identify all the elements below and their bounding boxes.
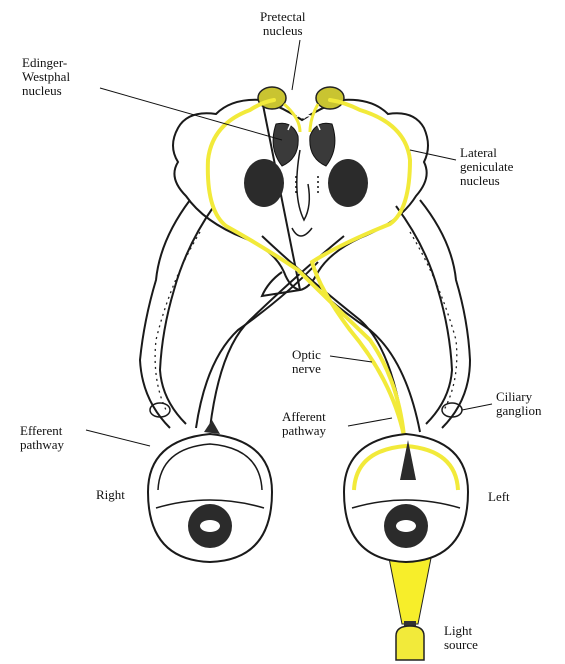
leader-edinger-westphal <box>100 88 282 140</box>
lateral-geniculate-right <box>328 159 368 207</box>
label-left: Left <box>488 490 510 504</box>
leader-ciliary-ganglion <box>462 404 492 410</box>
label-light-source: Light source <box>444 624 478 652</box>
label-afferent-pathway: Afferent pathway <box>282 410 326 438</box>
label-ciliary-ganglion: Ciliary ganglion <box>496 390 542 418</box>
label-pretectal-nucleus: Pretectal nucleus <box>260 10 305 38</box>
label-lateral-geniculate-nucleus: Lateral geniculate nucleus <box>460 146 513 188</box>
left-eye-pupil <box>396 520 416 532</box>
label-right: Right <box>96 488 125 502</box>
leader-optic-nerve <box>330 356 372 362</box>
pretectal-nucleus-left <box>258 87 286 109</box>
right-optic-disc <box>204 420 220 434</box>
light-source-bulb <box>396 626 424 660</box>
label-optic-nerve: Optic nerve <box>292 348 321 376</box>
light-beam <box>388 553 432 624</box>
edinger-westphal-left <box>273 123 298 166</box>
brain-midline <box>292 150 312 236</box>
leader-lateral-geniculate <box>410 150 456 160</box>
label-edinger-westphal-nucleus: Edinger- Westphal nucleus <box>22 56 70 98</box>
lateral-geniculate-left <box>244 159 284 207</box>
afferent-highlight-path <box>208 100 410 436</box>
leader-pretectal <box>292 40 300 90</box>
leader-efferent-pathway <box>86 430 150 446</box>
leader-afferent-pathway <box>348 418 392 426</box>
right-eye-pupil <box>200 520 220 532</box>
label-efferent-pathway: Efferent pathway <box>20 424 64 452</box>
optic-tract-cross-a <box>262 236 404 432</box>
edinger-westphal-right <box>310 123 335 166</box>
pretectal-nucleus-right <box>316 87 344 109</box>
